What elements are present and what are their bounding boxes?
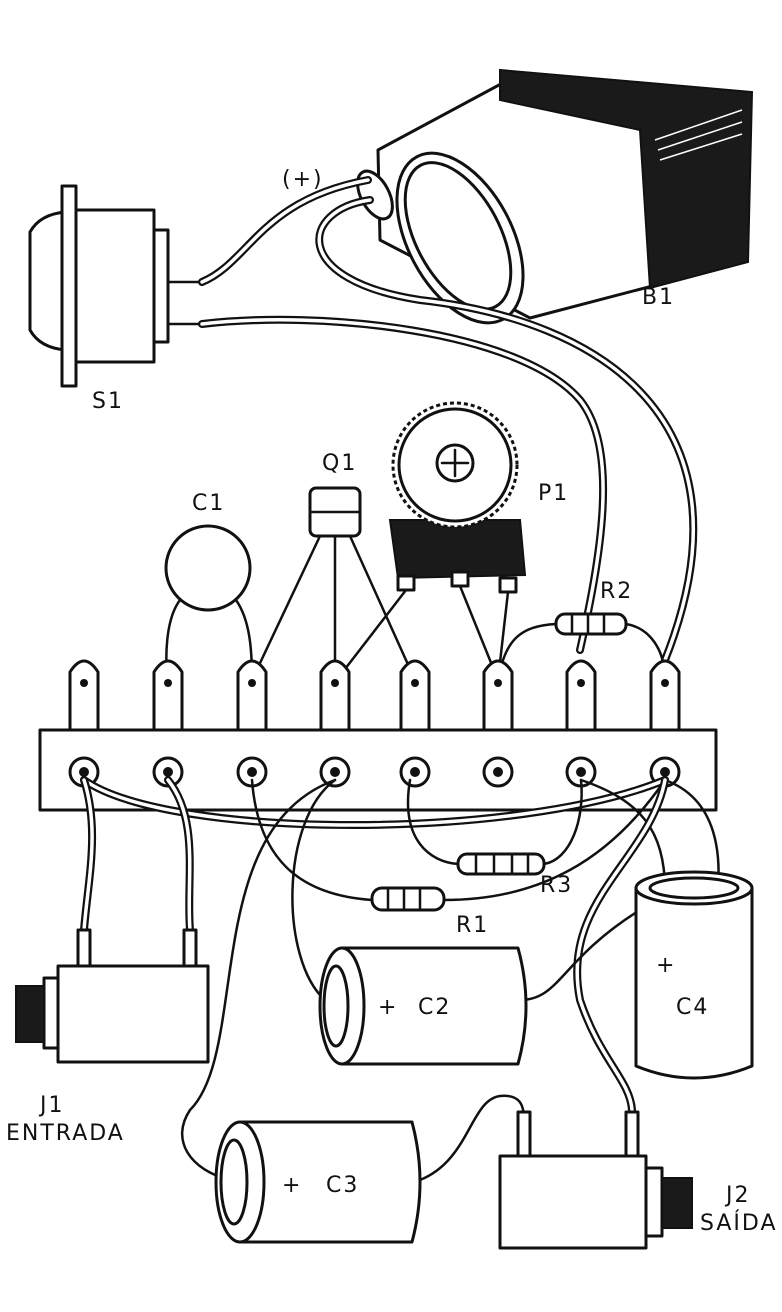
potentiometer-label: P1 <box>538 481 569 506</box>
capacitor-c3 <box>214 1094 526 1244</box>
switch-s1 <box>28 184 204 388</box>
terminal-rivets <box>68 756 681 788</box>
jack-j1-label: J1 <box>38 1093 65 1118</box>
capacitor-c1 <box>164 524 254 682</box>
capacitor-c2-label: C2 <box>418 995 451 1020</box>
transistor-label: Q1 <box>322 451 357 476</box>
jack-j2-label: J2 <box>724 1183 751 1208</box>
under-strip-wiring <box>80 776 720 1182</box>
resistor-r1-label: R1 <box>456 913 489 938</box>
potentiometer-p1 <box>333 401 527 684</box>
jack-j1 <box>15 776 210 1064</box>
jack-j1-desc: ENTRADA <box>6 1121 125 1146</box>
resistor-r3 <box>456 852 546 876</box>
capacitor-c3-label: C3 <box>326 1173 359 1198</box>
battery-wires <box>198 176 698 664</box>
battery-polarity-label: (+) <box>282 167 324 192</box>
capacitor-c4-label: C4 <box>676 995 709 1020</box>
terminal-strip <box>38 659 718 812</box>
jack-j2-desc: SAÍDA <box>700 1210 778 1236</box>
resistor-r3-label: R3 <box>540 873 573 898</box>
terminal-lugs <box>68 659 681 732</box>
capacitor-c2 <box>318 946 528 1066</box>
resistor-r1 <box>370 886 446 912</box>
transistor-q1 <box>250 486 417 682</box>
battery-b1 <box>356 68 754 325</box>
capacitor-c1-label: C1 <box>192 491 225 516</box>
capacitor-c4-plus: + <box>656 953 676 978</box>
battery-label: B1 <box>642 285 675 310</box>
resistor-r2-label: R2 <box>600 579 633 604</box>
jack-j2 <box>498 1110 693 1250</box>
capacitor-c2-plus: + <box>378 995 398 1020</box>
capacitor-c3-plus: + <box>282 1173 302 1198</box>
switch-label: S1 <box>92 389 124 414</box>
capacitor-c4 <box>634 870 754 1080</box>
